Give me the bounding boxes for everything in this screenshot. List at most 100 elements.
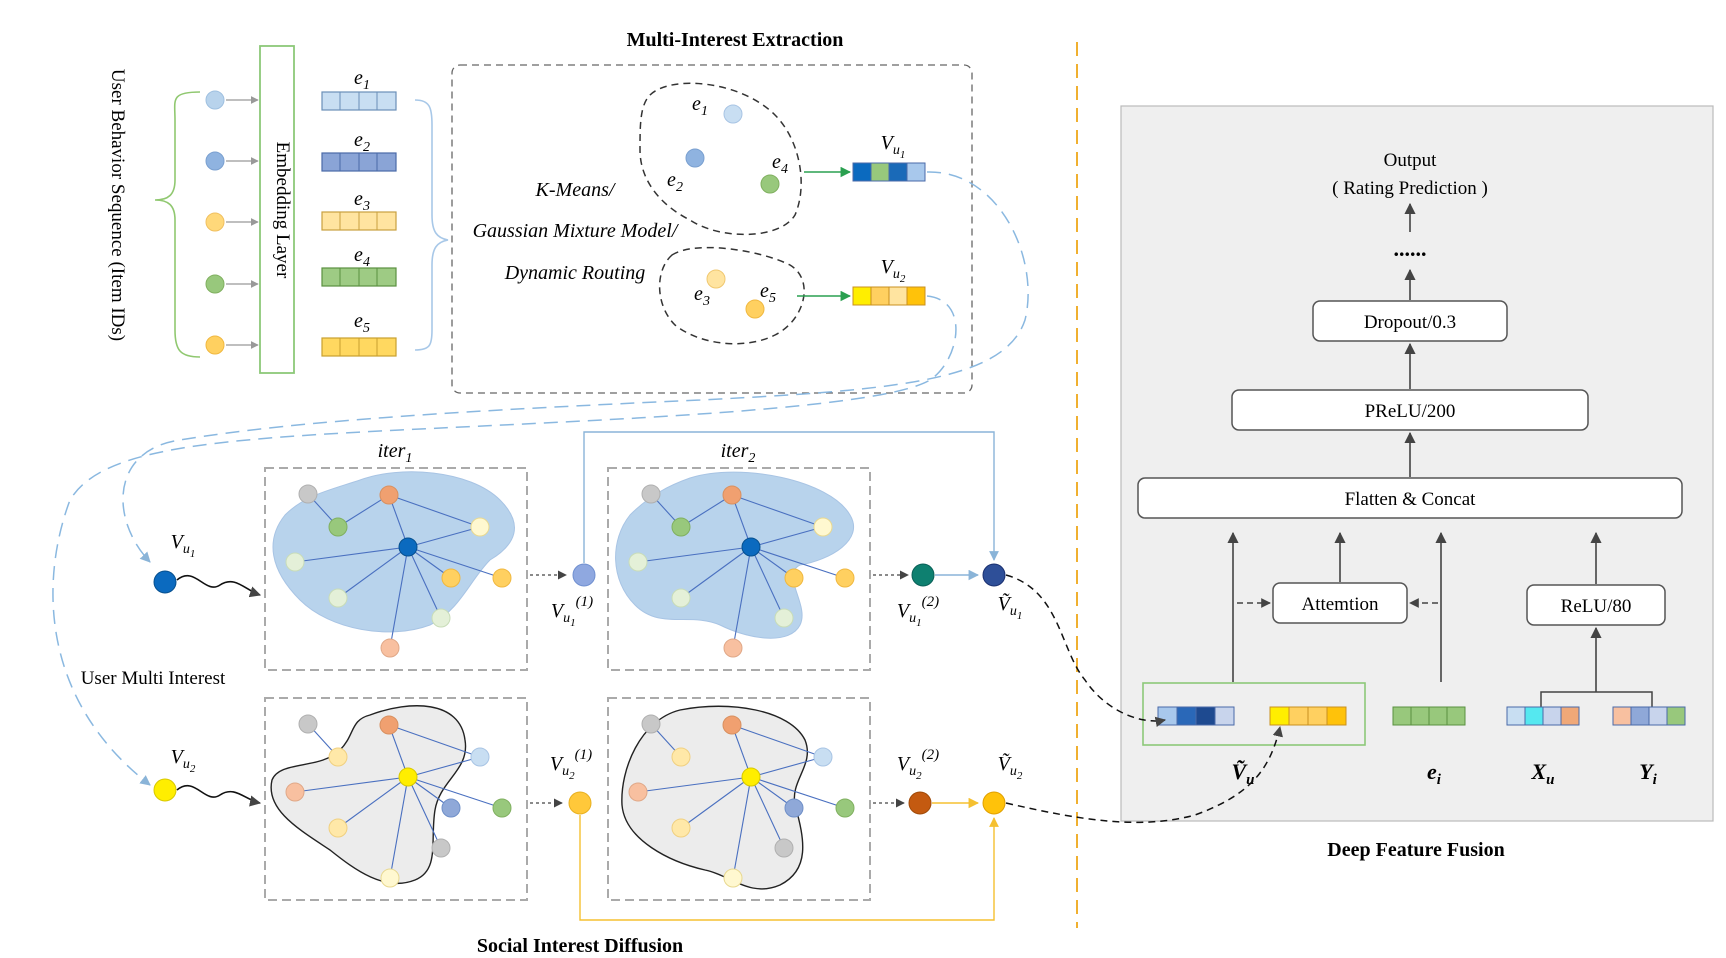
vu1-iter1-label: Vu1(1)	[551, 594, 593, 629]
cluster1-node	[723, 104, 743, 124]
cluster2-node	[706, 269, 726, 289]
iter1-label: iter1	[378, 440, 413, 466]
graph-frame-1	[264, 467, 528, 671]
method-kmeans: K-Means/	[535, 179, 617, 201]
cluster1-e4: e4	[772, 151, 788, 177]
ei-vector	[1392, 706, 1466, 726]
social-graph-iter1-top	[272, 471, 515, 658]
relu-box	[1526, 584, 1666, 626]
item-id-circles	[205, 90, 259, 355]
cluster-2	[658, 246, 805, 345]
item-circle	[205, 90, 225, 110]
attention-box	[1272, 582, 1408, 624]
vu1-final-node	[982, 563, 1006, 587]
left-vu1-label: Vu1	[171, 531, 196, 560]
graph-frame-4	[607, 697, 871, 901]
item-circle	[205, 212, 225, 232]
vu1-vector	[852, 162, 926, 182]
cluster2-e3: e3	[694, 283, 710, 309]
ellipsis: ......	[1394, 236, 1427, 261]
embedding-e2: e2	[321, 129, 397, 172]
vu2-final-node	[982, 791, 1006, 815]
graph-frame-2	[607, 467, 871, 671]
input-yi: Yi	[1639, 759, 1657, 788]
dropout-label: Dropout/0.3	[1364, 312, 1456, 333]
dropout-box	[1312, 300, 1508, 342]
vu1-final-label: Ṽu1	[998, 591, 1023, 622]
xu-vector	[1506, 706, 1580, 726]
svg-text:e3: e3	[354, 188, 370, 214]
vu1-to-fusion	[1005, 574, 1167, 727]
item-circle	[205, 335, 225, 355]
method-gmm: Gaussian Mixture Model/	[473, 220, 680, 242]
v-tilde-u1-vector	[1157, 706, 1235, 726]
cluster2-node	[745, 299, 765, 319]
vu1-skip-link	[583, 431, 999, 563]
prelu-box	[1231, 389, 1589, 431]
social-graph-iter2-bottom	[621, 705, 855, 890]
vu2-vector	[852, 286, 926, 306]
multi-interest-title: Multi-Interest Extraction	[627, 29, 844, 51]
sequence-brace	[154, 91, 201, 358]
cluster1-e2: e2	[667, 169, 683, 195]
vu2-iter2-node	[908, 791, 932, 815]
svg-text:e1: e1	[354, 67, 370, 93]
cluster2-e5: e5	[760, 280, 776, 306]
yi-vector	[1612, 706, 1686, 726]
vu1-node	[153, 570, 177, 594]
v-tilde-u2-vector	[1269, 706, 1347, 726]
cluster1-node	[685, 148, 705, 168]
output-label: Output	[1384, 150, 1438, 171]
flatten-label: Flatten & Concat	[1345, 489, 1477, 510]
svg-text:e5: e5	[354, 310, 370, 336]
attention-label: Attemtion	[1301, 594, 1379, 615]
item-circle	[205, 274, 225, 294]
input-v-tilde-u: Ṽu	[1231, 759, 1254, 788]
input-xu: Xu	[1530, 759, 1554, 788]
sequence-label: User Behavior Sequence (Item IDs)	[107, 69, 128, 341]
vu2-to-fusion	[1005, 725, 1283, 824]
cluster1-e1: e1	[692, 93, 708, 119]
embedding-vectors: e1 e2 e3 e4 e5	[321, 67, 397, 357]
vu2-connector	[52, 295, 957, 786]
embedding-e4: e4	[321, 244, 397, 287]
social-graph-iter2-top	[615, 471, 855, 658]
vu1-connector	[122, 171, 1029, 563]
multi-interest-label: User Multi Interest	[81, 668, 226, 689]
graph-frame-3	[264, 697, 528, 901]
extraction-frame	[451, 64, 973, 394]
v-tilde-group	[1142, 682, 1366, 746]
vu2-iter1-node	[568, 791, 592, 815]
flatten-box	[1137, 477, 1683, 519]
item-circle	[205, 151, 225, 171]
prelu-label: PReLU/200	[1365, 401, 1456, 422]
vu1-label: Vu1	[881, 132, 906, 161]
iter2-label: iter2	[721, 440, 756, 466]
embedding-layer-label: Embedding Layer	[272, 142, 293, 279]
embedding-e3: e3	[321, 188, 397, 231]
social-graph-iter1-bottom	[270, 705, 512, 888]
relu-label: ReLU/80	[1561, 596, 1632, 617]
vu2-iter1-label: Vu2(1)	[550, 747, 592, 782]
vu1-iter2-label: Vu1(2)	[897, 594, 939, 629]
left-vu2-label: Vu2	[171, 746, 196, 775]
vu2-iter2-label: Vu2(2)	[897, 747, 939, 782]
fusion-panel	[1120, 105, 1714, 822]
vu2-final-label: Ṽu2	[998, 751, 1023, 782]
cluster-1	[639, 82, 802, 236]
social-diffusion-title: Social Interest Diffusion	[477, 935, 683, 957]
deep-fusion-title: Deep Feature Fusion	[1327, 839, 1504, 861]
method-routing: Dynamic Routing	[504, 262, 646, 284]
vu1-iter1-node	[572, 563, 596, 587]
vu1-iter2-node	[911, 563, 935, 587]
vu2-node	[153, 778, 177, 802]
output-sublabel: ( Rating Prediction )	[1332, 178, 1488, 199]
vu2-label: Vu2	[881, 256, 906, 285]
svg-text:e4: e4	[354, 244, 370, 270]
embedding-brace	[414, 99, 449, 351]
embedding-layer-box	[259, 45, 295, 374]
svg-text:e2: e2	[354, 129, 370, 155]
input-ei: ei	[1427, 759, 1442, 788]
vu2-skip-link	[579, 815, 999, 921]
